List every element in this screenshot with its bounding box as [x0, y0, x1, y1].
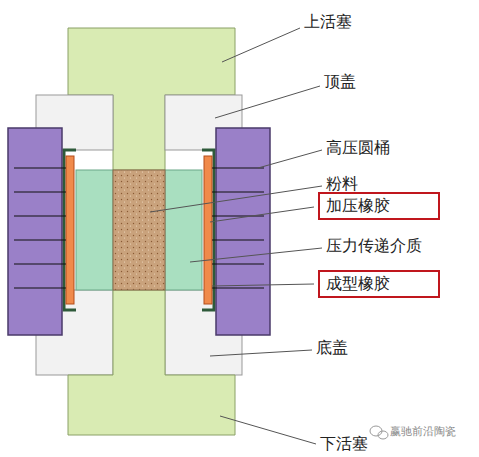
- highlight-box: 加压橡胶: [318, 192, 440, 220]
- highlight-box: 成型橡胶: [318, 270, 440, 298]
- part-label: 加压橡胶: [326, 196, 390, 215]
- part-label: 底盖: [316, 338, 348, 357]
- inlet-line: [14, 168, 66, 169]
- leader-lines: [150, 28, 322, 444]
- inlet-line: [14, 240, 66, 241]
- part-label: 粉料: [326, 174, 358, 193]
- watermark: 赢驰前沿陶瓷: [390, 425, 456, 438]
- inlet-line: [212, 288, 264, 289]
- forming-rubber: [64, 150, 76, 310]
- pressure-medium: [165, 170, 202, 290]
- part-label: 顶盖: [324, 72, 356, 91]
- part-label: 下活塞: [320, 434, 368, 453]
- part-label: 压力传递介质: [326, 236, 422, 255]
- high-pressure-cylinder: [216, 128, 270, 335]
- inlet-line: [14, 288, 66, 289]
- inlet-line: [212, 192, 264, 193]
- part-label: 成型橡胶: [326, 274, 390, 293]
- pressure-rubber: [204, 156, 212, 304]
- inlet-line: [212, 240, 264, 241]
- lower-piston: [68, 290, 235, 435]
- pressure-rubber: [66, 156, 74, 304]
- part-label: 上活塞: [304, 12, 352, 31]
- inlet-line: [14, 192, 66, 193]
- pressure-inlets: [14, 168, 264, 288]
- part-label: 高压圆桶: [326, 138, 390, 157]
- watermark-icon: [370, 426, 388, 439]
- high-pressure-cylinder: [8, 128, 62, 335]
- inlet-line: [212, 168, 264, 169]
- inlet-line: [14, 216, 66, 217]
- inlet-line: [14, 264, 66, 265]
- pressure-medium: [76, 170, 113, 290]
- inlet-line: [212, 264, 264, 265]
- powder: [113, 170, 165, 290]
